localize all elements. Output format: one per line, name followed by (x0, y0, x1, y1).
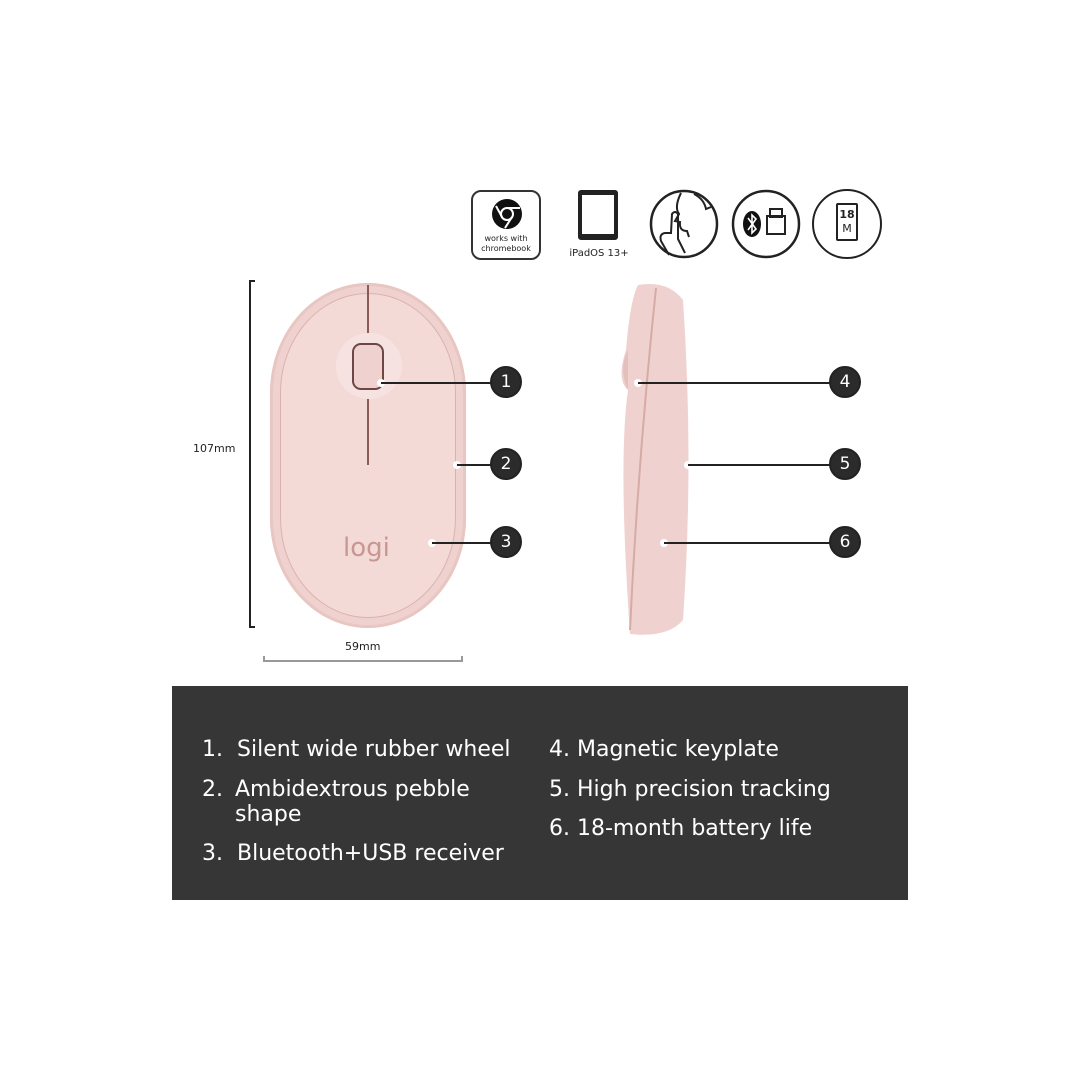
bluetooth-usb-icon (731, 189, 801, 259)
callout-5: 5 (829, 448, 861, 480)
chromebook-line2: chromebook (481, 244, 531, 253)
mouse-side-view (621, 284, 689, 635)
feature-6: 6. 18-month battery life (549, 816, 813, 841)
battery-months: 18 (839, 208, 855, 221)
logi-logo: logi (343, 533, 390, 563)
features-panel: 1. Silent wide rubber wheel 2.Ambidextro… (172, 686, 908, 900)
chrome-icon (492, 199, 522, 229)
feature-5: 5. High precision tracking (549, 777, 831, 802)
callout-6: 6 (829, 526, 861, 558)
chromebook-badge: works with chromebook (471, 190, 541, 260)
callout-1: 1 (490, 366, 522, 398)
feature-2: 2.Ambidextrous pebble shape (202, 777, 470, 827)
mouse-top-view: logi (270, 283, 466, 628)
silent-click-icon (649, 189, 719, 259)
feature-4: 4. Magnetic keyplate (549, 737, 779, 762)
ipad-icon (578, 190, 618, 240)
callout-3: 3 (490, 526, 522, 558)
feature-3: 3. Bluetooth+USB receiver (202, 841, 504, 866)
width-label: 59mm (345, 640, 381, 653)
feature-1: 1. Silent wide rubber wheel (202, 737, 511, 762)
callout-4: 4 (829, 366, 861, 398)
battery-unit: M (842, 222, 852, 235)
ipad-label: iPadOS 13+ (569, 248, 629, 259)
battery-icon: 18 M (812, 189, 882, 259)
callout-2: 2 (490, 448, 522, 480)
height-label: 107mm (193, 442, 236, 455)
chromebook-line1: works with (484, 234, 528, 243)
ipad-badge: iPadOS 13+ (566, 190, 632, 260)
height-bracket (249, 280, 255, 628)
width-bracket (263, 656, 463, 662)
